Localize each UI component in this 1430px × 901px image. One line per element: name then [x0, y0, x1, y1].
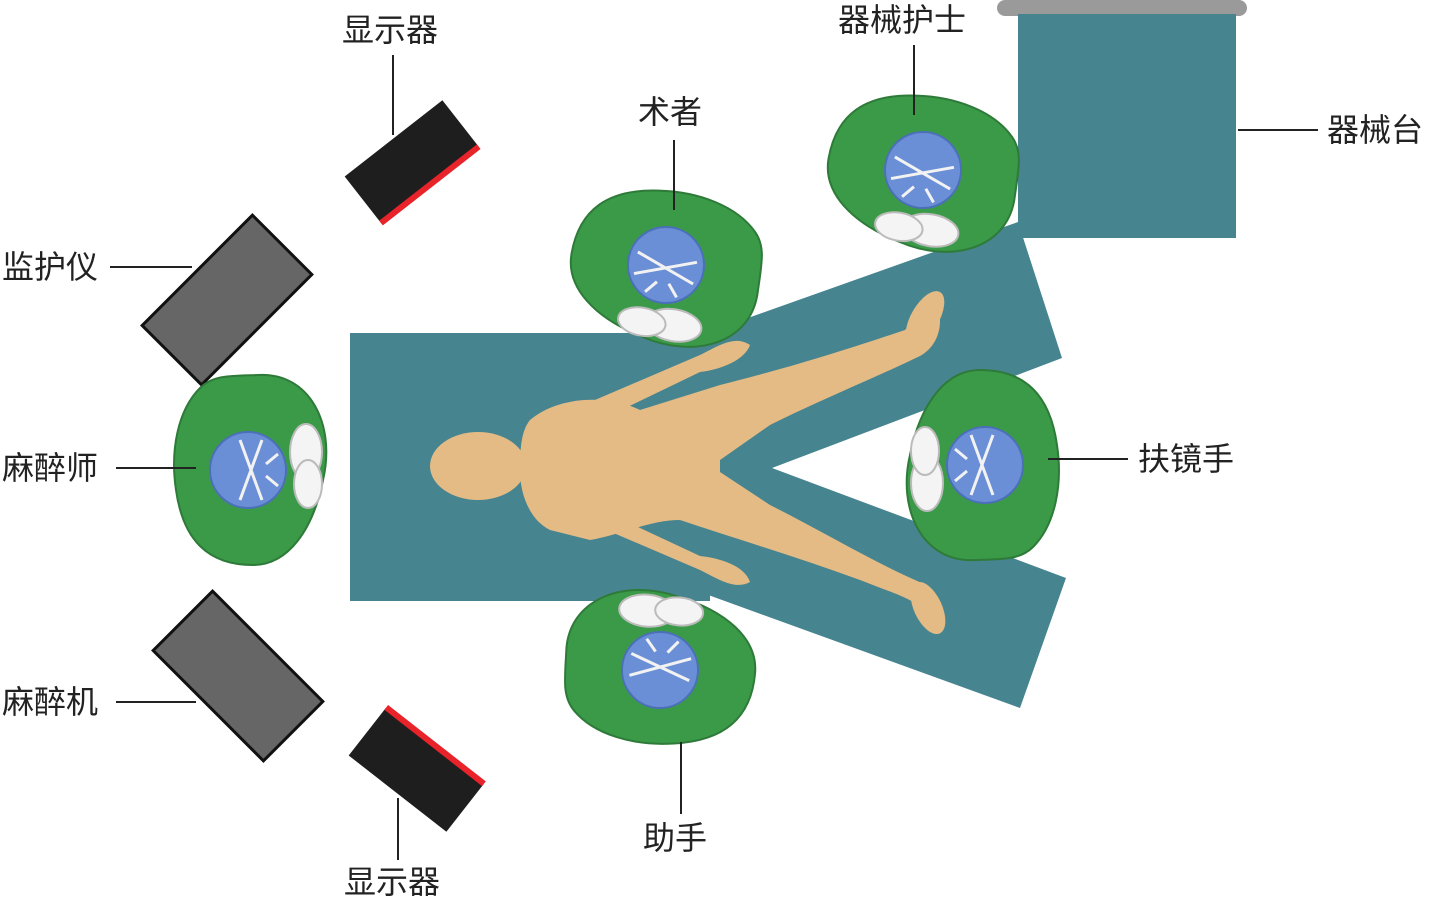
- leader-anesthesiologist: [116, 467, 196, 469]
- display-top: [344, 100, 481, 226]
- label-anesthesia-machine: 麻醉机: [2, 683, 99, 721]
- leader-anesthesia-machine: [116, 701, 196, 703]
- anesthesia-machine-device: [151, 589, 325, 763]
- label-instrument-table: 器械台: [1327, 111, 1424, 149]
- leader-scope-holder: [1048, 458, 1128, 460]
- display-bottom: [348, 705, 486, 832]
- leader-monitor-device: [110, 266, 192, 268]
- leader-display-top: [392, 55, 394, 135]
- leader-instrument-table: [1238, 129, 1318, 131]
- instrument-table-rail: [997, 0, 1247, 16]
- label-anesthesiologist: 麻醉师: [2, 449, 99, 487]
- leader-assistant: [680, 742, 682, 814]
- label-instrument-nurse: 器械护士: [838, 1, 967, 39]
- leader-surgeon: [673, 140, 675, 210]
- leader-display-bottom: [397, 798, 399, 860]
- leader-instrument-nurse: [913, 45, 915, 115]
- label-display-top: 显示器: [342, 11, 439, 49]
- label-display-bottom: 显示器: [344, 863, 441, 901]
- patient-body: [430, 291, 946, 635]
- instrument-table: [1018, 14, 1236, 238]
- label-monitor-device: 监护仪: [2, 248, 99, 286]
- label-scope-holder: 扶镜手: [1138, 440, 1235, 478]
- patient-monitor-device: [140, 213, 314, 387]
- assistant-figure: [557, 582, 763, 754]
- anesthesiologist-figure: [172, 373, 328, 567]
- label-assistant: 助手: [643, 819, 708, 857]
- label-surgeon: 术者: [638, 93, 703, 131]
